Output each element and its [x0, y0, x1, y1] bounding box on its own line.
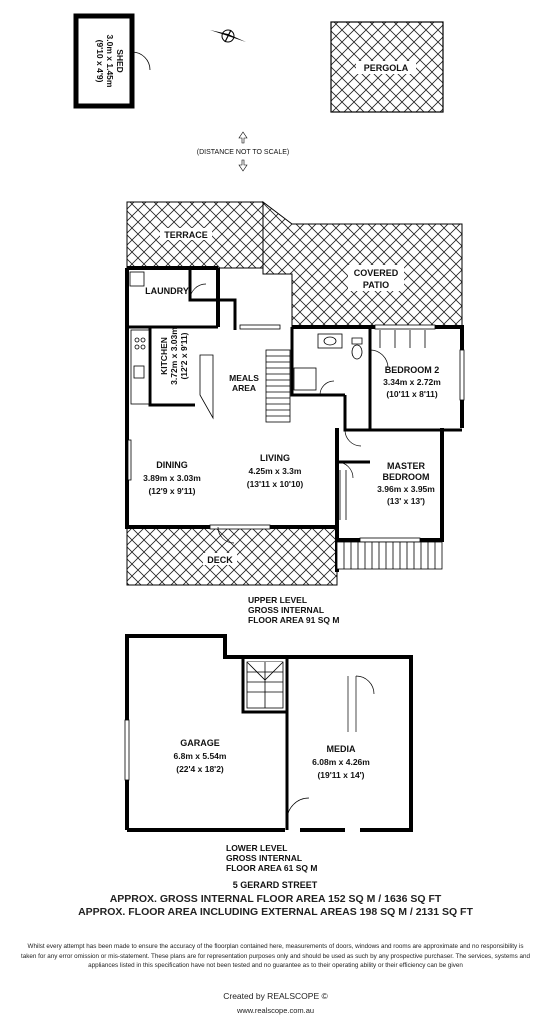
bedroom2-size-metric: 3.34m x 2.72m	[383, 377, 441, 387]
garage-size-metric: 6.8m x 5.54m	[174, 751, 227, 761]
upper-level	[125, 200, 465, 586]
dining-size-metric: 3.89m x 3.03m	[143, 473, 201, 483]
dining-label: DINING	[156, 460, 188, 470]
covered-patio-area	[262, 200, 463, 328]
shed: SHED 3.0m x 1.45m (9'10 x 4'9)	[73, 13, 151, 109]
meals-label-line2: AREA	[232, 383, 256, 393]
living-size-metric: 4.25m x 3.3m	[249, 466, 302, 476]
shed-size-metric: 3.0m x 1.45m	[105, 35, 115, 88]
garage-size-imperial: (22'4 x 18'2)	[176, 764, 224, 774]
shed-label: SHED	[115, 49, 125, 73]
address: 5 GERARD STREET	[233, 880, 318, 890]
living-size-imperial: (13'11 x 10'10)	[247, 479, 304, 489]
laundry-label: LAUNDRY	[145, 286, 189, 296]
pergola-label: PERGOLA	[364, 63, 409, 73]
media-size-metric: 6.08m x 4.26m	[312, 757, 370, 767]
website-link[interactable]: www.realscope.com.au	[236, 1006, 315, 1015]
terrace-label: TERRACE	[164, 230, 208, 240]
svg-text:3.72m x 3.03m: 3.72m x 3.03m	[169, 327, 179, 385]
upper-caption-line2: GROSS INTERNAL	[248, 605, 324, 615]
area-summary: APPROX. GROSS INTERNAL FLOOR AREA 152 SQ…	[0, 893, 551, 919]
dining-size-imperial: (12'9 x 9'11)	[148, 486, 195, 496]
upper-caption-line3: FLOOR AREA 91 SQ M	[248, 615, 339, 625]
svg-text:KITCHEN: KITCHEN	[159, 337, 169, 375]
distance-arrows	[238, 131, 248, 172]
shed-size-imperial: (9'10 x 4'9)	[95, 40, 105, 83]
lower-caption-line2: GROSS INTERNAL	[226, 853, 302, 863]
media-size-imperial: (19'11 x 14')	[317, 770, 364, 780]
pergola: PERGOLA	[330, 21, 444, 113]
master-size-metric: 3.96m x 3.95m	[377, 484, 435, 494]
distance-note: (DISTANCE NOT TO SCALE)	[197, 149, 289, 156]
upper-caption-line1: UPPER LEVEL	[248, 595, 307, 605]
deck-label: DECK	[207, 555, 233, 565]
garage-label: GARAGE	[180, 738, 220, 748]
credit: Created by REALSCOPE ©	[223, 991, 328, 1001]
svg-text:(12'2 x 9'11): (12'2 x 9'11)	[179, 332, 189, 379]
media-label: MEDIA	[327, 744, 357, 754]
area-summary-line2: APPROX. FLOOR AREA INCLUDING EXTERNAL AR…	[78, 906, 473, 918]
meals-label-line1: MEALS	[229, 373, 259, 383]
compass-icon	[210, 29, 246, 43]
covered-patio-label-line2: PATIO	[363, 280, 389, 290]
master-size-imperial: (13' x 13')	[387, 496, 425, 506]
bedroom2-size-imperial: (10'11 x 8'11)	[386, 389, 437, 399]
master-label-line1: MASTER	[387, 461, 426, 471]
area-summary-line1: APPROX. GROSS INTERNAL FLOOR AREA 152 SQ…	[109, 893, 442, 905]
bedroom2-label: BEDROOM 2	[385, 365, 440, 375]
lower-caption-line3: FLOOR AREA 61 SQ M	[226, 863, 317, 873]
living-label: LIVING	[260, 453, 290, 463]
master-label-line2: BEDROOM	[383, 472, 430, 482]
lower-caption-line1: LOWER LEVEL	[226, 843, 287, 853]
disclaimer: Whilst every attempt has been made to en…	[20, 943, 531, 969]
kitchen-label: KITCHEN 3.72m x 3.03m (12'2 x 9'11)	[159, 327, 189, 385]
lower-level	[124, 634, 413, 832]
covered-patio-label-line1: COVERED	[354, 268, 399, 278]
